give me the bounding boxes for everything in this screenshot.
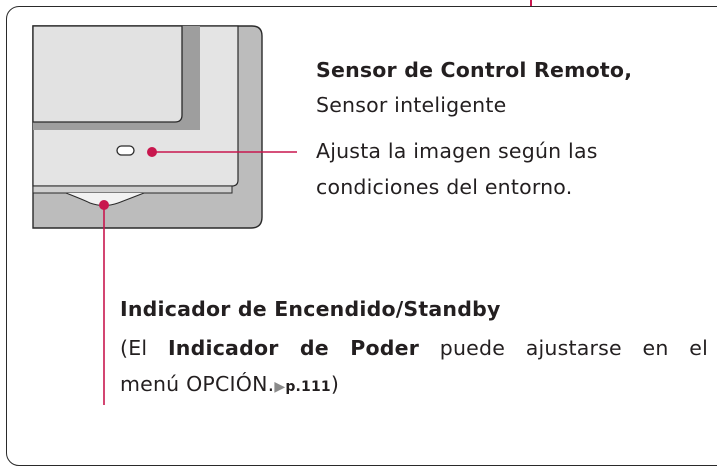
page-arrow-icon: ▶ xyxy=(274,379,286,395)
sensor-subtitle: Sensor inteligente xyxy=(316,93,507,117)
sensor-desc-line1: Ajusta la imagen según las xyxy=(316,139,598,163)
indicator-note-line2: menú OPCIÓN.▶p.111) xyxy=(120,374,339,395)
sensor-title: Sensor de Control Remoto, xyxy=(316,58,633,82)
sensor-desc-line2: condiciones del entorno. xyxy=(316,175,573,199)
remote-sensor-window xyxy=(116,145,135,156)
indicator-note-line1: (El Indicador de Poder puede ajustarse e… xyxy=(120,338,708,359)
menu-option-text: menú OPCIÓN. xyxy=(120,372,275,396)
note-rest: puede ajustarse en el xyxy=(419,336,708,360)
note-open: (El xyxy=(120,336,168,360)
tv-front-illustration xyxy=(32,25,297,405)
page-reference: p.111 xyxy=(285,379,331,395)
close-paren: ) xyxy=(330,372,340,396)
note-bold: Indicador de Poder xyxy=(167,336,420,360)
tv-screen xyxy=(32,25,183,123)
indicator-title: Indicador de Encendido/Standby xyxy=(120,297,501,321)
tv-chin xyxy=(32,185,233,194)
top-edge-marker xyxy=(530,0,532,6)
